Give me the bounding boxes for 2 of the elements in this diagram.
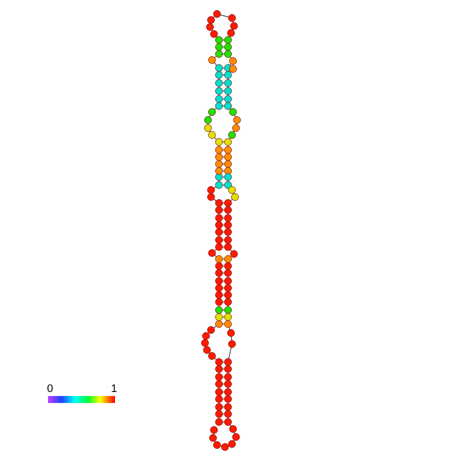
scale-tick-label: 1 (111, 384, 118, 395)
scale-tick-label: 0 (47, 384, 54, 395)
